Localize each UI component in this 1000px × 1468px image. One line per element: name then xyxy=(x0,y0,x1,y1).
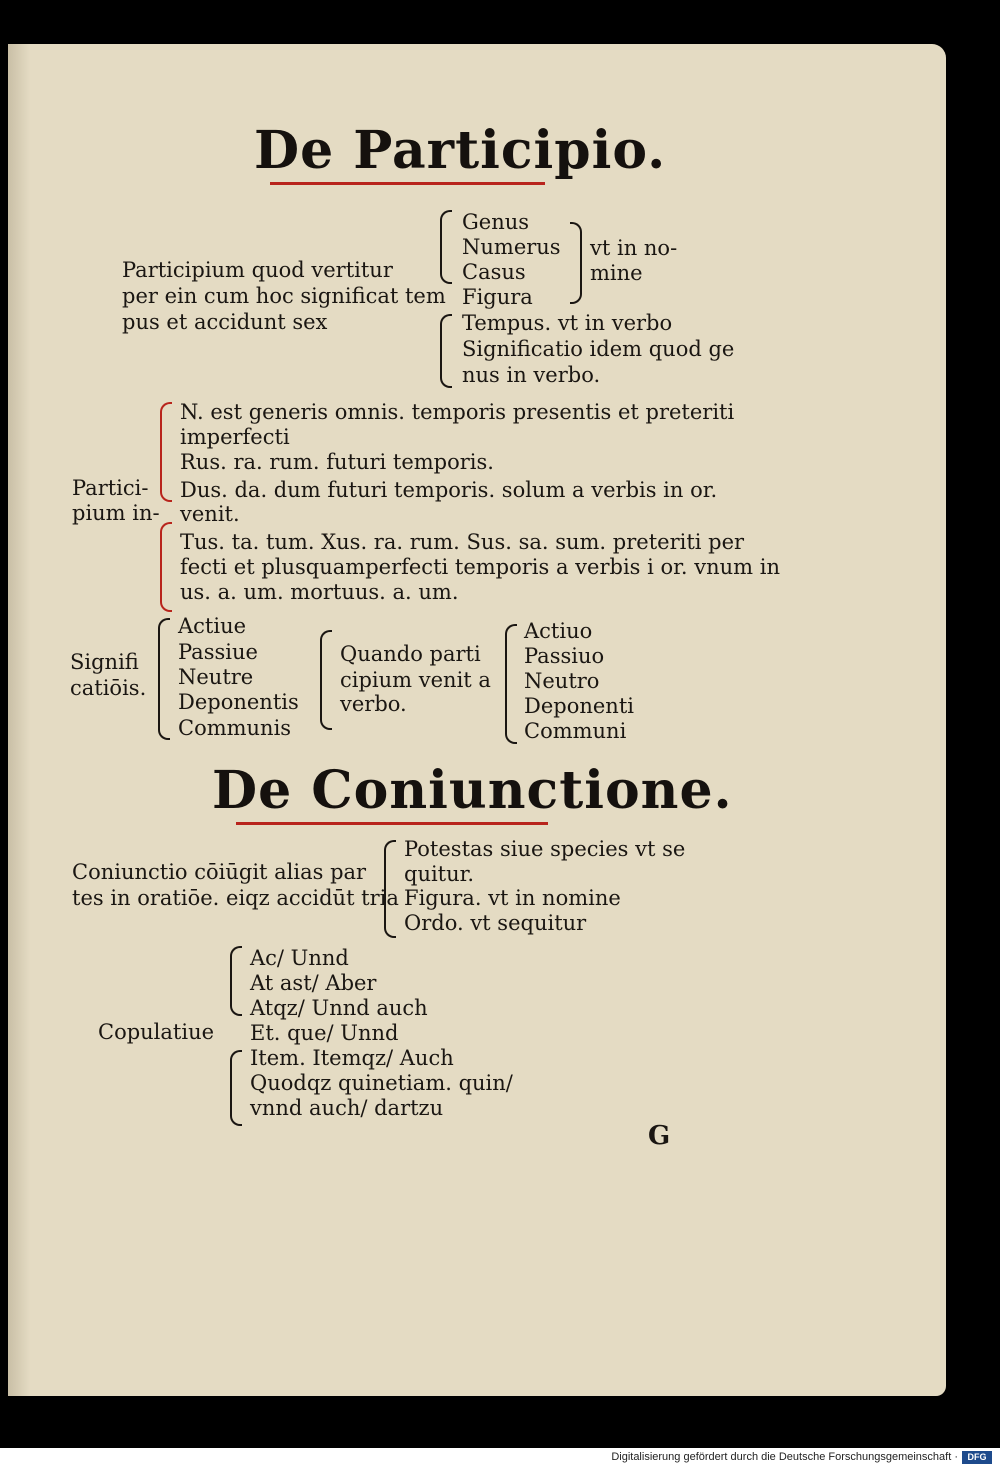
copulatiue-item-6: vnnd auch/ dartzu xyxy=(250,1096,444,1120)
brace xyxy=(160,402,172,502)
signif-list2-1: Passiuo xyxy=(524,644,605,668)
coniunctio-lead-0: Coniunctio cōiūgit alias par xyxy=(72,860,367,884)
coniunctio-list-2: Figura. vt in nomine xyxy=(404,886,621,910)
participium-in-line-2: Rus. ra. rum. futuri temporis. xyxy=(180,450,494,474)
page-gutter xyxy=(8,44,30,1396)
participium-lead-2: pus et accidunt sex xyxy=(122,310,328,334)
heading-de-coniunctione: De Coniunctione. xyxy=(212,760,733,821)
brace xyxy=(160,522,172,612)
copulatiue-item-2: Atqz/ Unnd auch xyxy=(250,996,428,1020)
heading-underline xyxy=(270,182,545,185)
copulatiue-item-4: Item. Itemqz/ Auch xyxy=(250,1046,454,1070)
copulatiue-item-3: Et. que/ Unnd xyxy=(250,1021,399,1045)
signif-list2-4: Communi xyxy=(524,719,627,743)
participium-aside-1: mine xyxy=(590,261,643,285)
brace xyxy=(505,624,517,744)
signif-list1-4: Communis xyxy=(178,716,292,740)
participium-in-lead-0: Partici- xyxy=(72,476,149,500)
signif-list2-3: Deponenti xyxy=(524,694,634,718)
participium-list1-2: Casus xyxy=(462,260,526,284)
dfg-logo: DFG xyxy=(962,1451,992,1464)
signif-list2-2: Neutro xyxy=(524,669,600,693)
participium-in-line-6: fecti et plusquamperfecti temporis a ver… xyxy=(180,555,780,579)
participium-in-line-0: N. est generis omnis. temporis presentis… xyxy=(180,400,735,424)
participium-list2-1: Significatio idem quod ge xyxy=(462,337,735,361)
participium-lead-0: Participium quod vertitur xyxy=(122,258,393,282)
signif-mid-1: cipium venit a xyxy=(340,668,491,692)
brace xyxy=(440,314,452,388)
participium-in-line-1: imperfecti xyxy=(180,425,290,449)
brace xyxy=(570,222,582,304)
participium-lead-1: per ein cum hoc significat tem xyxy=(122,284,446,308)
book-page xyxy=(8,44,946,1396)
coniunctio-list-3: Ordo. vt sequitur xyxy=(404,911,587,935)
participium-in-line-3: Dus. da. dum futuri temporis. solum a ve… xyxy=(180,478,718,502)
heading-underline xyxy=(236,822,548,825)
brace xyxy=(158,618,170,740)
brace xyxy=(384,840,396,938)
participium-list1-3: Figura xyxy=(462,285,533,309)
footer-credit: Digitalisierung gefördert durch die Deut… xyxy=(611,1451,958,1463)
heading-de-participio: De Participio. xyxy=(254,120,667,181)
signif-mid-2: verbo. xyxy=(340,692,407,716)
copulatiue-item-1: At ast/ Aber xyxy=(250,971,377,995)
significationis-lead-1: catiōis. xyxy=(70,676,147,700)
participium-in-lead-1: pium in- xyxy=(72,501,160,525)
signif-mid-0: Quando parti xyxy=(340,642,481,666)
participium-in-line-7: us. a. um. mortuus. a. um. xyxy=(180,580,459,604)
signif-list1-2: Neutre xyxy=(178,665,254,689)
participium-list2-0: Tempus. vt in verbo xyxy=(462,311,673,335)
brace xyxy=(320,630,332,730)
signature-mark: G xyxy=(648,1121,671,1151)
brace xyxy=(440,210,452,284)
significationis-lead-0: Signifi xyxy=(70,650,139,674)
copulatiue-lead: Copulatiue xyxy=(98,1020,215,1044)
signif-list1-0: Actiue xyxy=(178,614,247,638)
copulatiue-item-0: Ac/ Unnd xyxy=(250,946,349,970)
brace xyxy=(230,946,242,1016)
coniunctio-list-0: Potestas siue species vt se xyxy=(404,837,686,861)
coniunctio-lead-1: tes in oratiōe. eiqz accidūt tria xyxy=(72,886,399,910)
copulatiue-item-5: Quodqz quinetiam. quin/ xyxy=(250,1071,513,1095)
participium-list2-2: nus in verbo. xyxy=(462,363,601,387)
participium-list1-0: Genus xyxy=(462,210,530,234)
participium-in-line-4: venit. xyxy=(180,502,240,526)
participium-in-line-5: Tus. ta. tum. Xus. ra. rum. Sus. sa. sum… xyxy=(180,530,745,554)
signif-list2-0: Actiuo xyxy=(524,619,593,643)
participium-list1-1: Numerus xyxy=(462,235,561,259)
brace xyxy=(230,1050,242,1126)
signif-list1-3: Deponentis xyxy=(178,690,299,714)
signif-list1-1: Passiue xyxy=(178,640,258,664)
footer-bar xyxy=(0,1448,1000,1468)
participium-aside-0: vt in no- xyxy=(590,236,678,260)
coniunctio-list-1: quitur. xyxy=(404,862,475,886)
